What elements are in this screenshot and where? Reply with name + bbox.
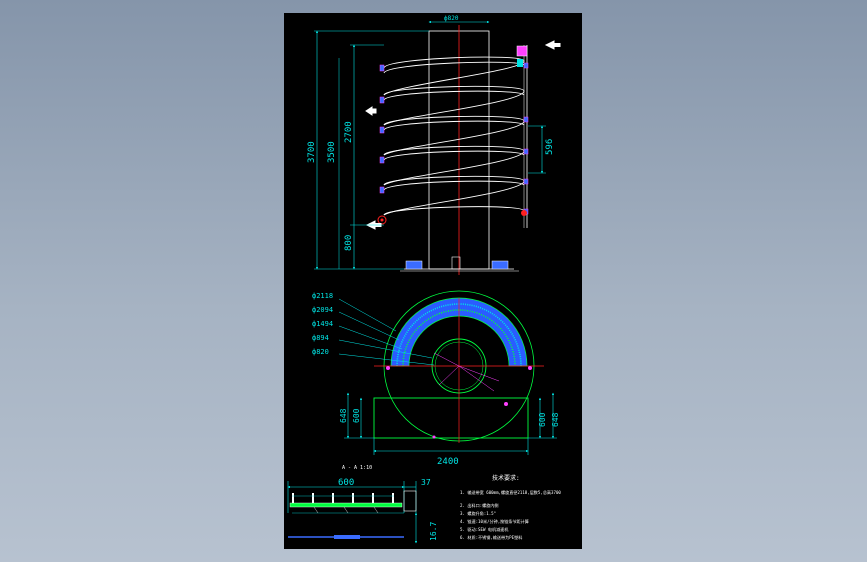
spiral-flights — [383, 56, 525, 216]
spiral-height-dim: 2700 — [344, 121, 354, 143]
section-width-dim: 600 — [338, 478, 354, 488]
shaft-diameter-dim: ф820 — [444, 15, 459, 22]
base-foot-right — [491, 260, 509, 270]
inflow-arrow-icon — [544, 40, 561, 50]
total-height-dim: 3700 — [307, 141, 317, 163]
diameter-label-3: ф1494 — [312, 320, 333, 328]
plan-view: ф2118 ф2094 ф1494 ф894 ф820 2400 648 600… — [312, 290, 560, 467]
tech-note-1: 1. 输送带宽 600mm,螺旋直径2118,层数5,总高3700 — [460, 489, 561, 495]
section-title: A - A 1:10 — [342, 465, 372, 471]
section-view: A - A 1:10 600 37 16.7 — [287, 465, 438, 544]
tech-note-2: 2. 出料口:螺旋内侧 — [460, 502, 499, 508]
base-foot-left — [405, 260, 423, 270]
tech-note-4: 4. 链速:10米/分钟,按链条节距计算 — [460, 518, 529, 524]
pitch-dim: 596 — [545, 139, 555, 155]
elevation-view: ф820 — [307, 15, 561, 275]
section-side-dim: 37 — [421, 478, 431, 487]
base-height-dim: 800 — [344, 235, 354, 251]
tech-note-3: 3. 螺旋升角:1.5° — [460, 510, 496, 516]
drive-unit-top — [516, 45, 528, 57]
drawing-sheet: ф820 — [284, 13, 582, 549]
plan-right-outer-dim: 648 — [551, 412, 560, 427]
section-height-dim: 16.7 — [429, 522, 438, 541]
cad-drawing: ф820 — [287, 15, 561, 544]
tech-note-5: 5. 驱动:SEW 电机减速机 — [460, 526, 508, 532]
tech-note-6: 6. 材质:不锈钢,输送带为PE塑料 — [460, 534, 522, 540]
diameter-label-2: ф2094 — [312, 306, 333, 314]
plan-left-inner-dim: 600 — [352, 408, 361, 423]
support-frame — [373, 397, 529, 439]
diameter-label-4: ф894 — [312, 334, 329, 342]
tech-notes: 技术要求: 1. 输送带宽 600mm,螺旋直径2118,层数5,总高3700 … — [460, 474, 561, 540]
outlet-wheel — [377, 215, 387, 225]
frame-height-dim: 3500 — [327, 141, 337, 163]
diameter-label-5: ф820 — [312, 348, 329, 356]
plan-right-inner-dim: 600 — [538, 412, 547, 427]
belt-section — [289, 502, 403, 508]
tech-notes-title: 技术要求: — [492, 474, 520, 482]
plan-width-dim: 2400 — [437, 457, 459, 467]
diameter-label-1: ф2118 — [312, 292, 333, 300]
plan-left-outer-dim: 648 — [339, 408, 348, 423]
